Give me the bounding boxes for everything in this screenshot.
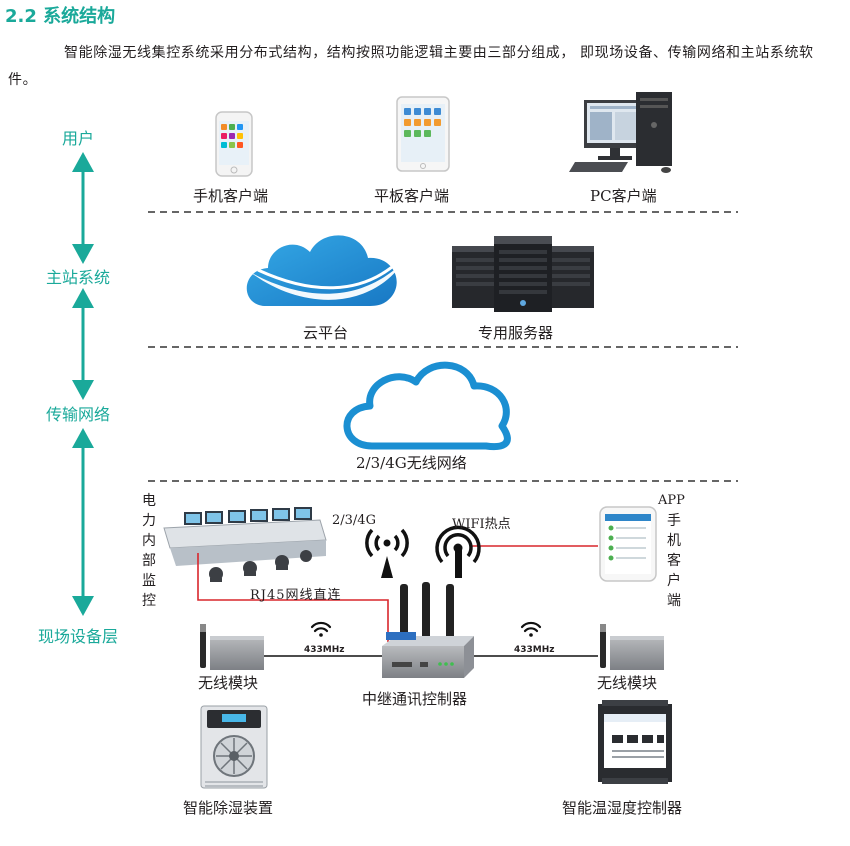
tablet-icon	[396, 96, 450, 172]
smartphone-icon	[215, 111, 253, 177]
wireless-module-left-icon	[200, 624, 264, 670]
wifi-hotspot-label: WIFI热点	[452, 517, 511, 532]
tablet-client-label: 平板客户端	[374, 187, 450, 205]
arrow-user-master	[72, 152, 94, 264]
temp-humidity-controller-label: 智能温湿度控制器	[562, 799, 683, 817]
wireless-signal-icon	[310, 621, 332, 637]
signal-234g-label: 2/3/4G	[332, 513, 376, 528]
temp-humidity-controller-icon	[598, 700, 672, 784]
control-room-icon	[163, 507, 327, 582]
rj45-label: RJ45网线直连	[250, 588, 342, 603]
desktop-pc-icon	[569, 92, 672, 173]
arrow-network-field	[72, 428, 94, 616]
app-tablet-icon	[599, 506, 657, 582]
layer-user-label: 用户	[62, 129, 95, 148]
wireless-network-label: 2/3/4G无线网络	[356, 454, 467, 472]
wifi-hotspot-icon	[435, 525, 481, 578]
cloud-platform-label: 云平台	[303, 324, 349, 342]
wireless-module-right-label: 无线模块	[597, 674, 658, 692]
frequency-label-left: 433MHz	[304, 645, 345, 655]
control-room-label: 电力内部监控	[142, 493, 156, 609]
cellular-antenna-icon	[365, 528, 409, 578]
relay-controller-icon	[382, 582, 474, 678]
intro-paragraph: 智能除湿无线集控系统采用分布式结构，结构按照功能逻辑主要由三部分组成， 即现场设…	[8, 45, 814, 88]
arrow-master-network	[72, 288, 94, 400]
app-client-vertical-label: 手机客户端	[667, 513, 681, 609]
relay-controller-label: 中继通讯控制器	[362, 690, 468, 708]
wireless-module-right-icon	[600, 624, 664, 670]
app-label: APP	[658, 493, 685, 508]
wireless-module-left-label: 无线模块	[198, 674, 259, 692]
pc-client-label: PC客户端	[590, 187, 657, 205]
phone-client-label: 手机客户端	[193, 187, 269, 205]
section-title: 2.2 系统结构	[5, 6, 116, 27]
rj45-wired-connection	[197, 553, 389, 642]
wireless-network-cloud-icon	[343, 361, 511, 451]
cloud-platform-icon	[246, 235, 405, 306]
dehumidifier-icon	[200, 705, 268, 789]
dehumidifier-label: 智能除湿装置	[183, 799, 274, 817]
wireless-signal-icon	[520, 621, 542, 637]
layer-master-label: 主站系统	[46, 268, 111, 287]
layer-network-label: 传输网络	[46, 405, 111, 424]
server-icon	[452, 236, 594, 312]
frequency-label-right: 433MHz	[514, 645, 555, 655]
server-label: 专用服务器	[478, 324, 554, 342]
layer-field-label: 现场设备层	[38, 627, 119, 646]
